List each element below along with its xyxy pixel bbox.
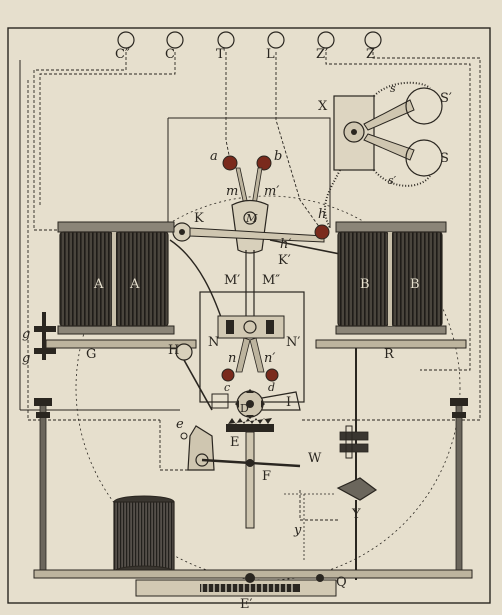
- terminal-label-t: T: [216, 47, 225, 62]
- terminal-post-c2[interactable]: [117, 31, 135, 49]
- label-M: M: [245, 212, 258, 225]
- contact-a: [222, 155, 238, 171]
- label-b-coil2: B: [410, 277, 420, 292]
- terminal-label-c2: C″: [115, 47, 130, 62]
- label-k: K: [194, 211, 204, 226]
- terminal-post-t[interactable]: [217, 31, 235, 49]
- terminal-post-z[interactable]: [364, 31, 382, 49]
- paper-spool: [113, 495, 175, 579]
- label-y: Y: [351, 507, 361, 522]
- label-g-screw1: g: [22, 327, 30, 342]
- terminal-row: [117, 31, 382, 49]
- terminal-post-z2[interactable]: [317, 31, 335, 49]
- contact-s: [405, 139, 443, 177]
- label-b-coil1: B: [360, 277, 370, 292]
- escapement: [199, 291, 305, 403]
- label-s1: S′: [440, 91, 452, 106]
- contact-c: [221, 368, 235, 382]
- wiring-solid: [19, 60, 331, 411]
- label-s2-small: s′: [388, 174, 397, 187]
- hammer-assembly: [180, 425, 301, 471]
- label-m: m: [226, 184, 238, 199]
- contact-h: [314, 224, 330, 240]
- label-a: a: [210, 149, 218, 164]
- label-s-small: s: [390, 82, 396, 95]
- bar-r: [315, 339, 467, 480]
- label-e-prime: E′: [240, 597, 252, 612]
- terminal-label-z: Z: [366, 47, 375, 62]
- label-s: S: [440, 151, 449, 166]
- central-rod: [169, 239, 255, 322]
- label-e: E: [230, 435, 240, 450]
- label-n2-small: n′: [264, 351, 275, 366]
- label-r: R: [384, 347, 395, 362]
- coil-a2: [115, 231, 169, 327]
- lever-g: [34, 312, 213, 411]
- label-h2: h′: [280, 237, 291, 252]
- electromagnet-right: [335, 221, 447, 335]
- label-h: h: [318, 207, 326, 222]
- label-a-coil2: A: [129, 277, 140, 292]
- label-k2: K′: [278, 253, 291, 268]
- label-m-double: M″: [262, 273, 280, 288]
- leader-y: [284, 493, 334, 560]
- terminal-label-z2: Z′: [316, 47, 328, 62]
- label-i: I: [286, 395, 291, 410]
- board-frame: [7, 27, 491, 604]
- label-n2: N′: [286, 335, 300, 350]
- terminal-labels: C″ C T L Z′ Z: [115, 47, 375, 62]
- label-q: Q: [336, 575, 347, 590]
- upper-relay: [222, 155, 272, 254]
- terminal-label-c: C: [165, 47, 175, 62]
- label-y-small: y: [293, 523, 302, 538]
- escapement-pivot: [243, 320, 257, 334]
- terminal-post-c[interactable]: [166, 31, 184, 49]
- contact-s1: [405, 87, 443, 125]
- ratchet-wheel: [211, 389, 301, 419]
- label-e-small: e: [176, 417, 184, 432]
- pivot-m: [243, 211, 257, 225]
- label-b: b: [274, 149, 282, 164]
- key-contacts: [339, 425, 369, 459]
- label-n-small: n: [228, 351, 236, 366]
- label-g-lever: G: [86, 347, 96, 362]
- terminal-label-l: L: [266, 47, 275, 62]
- label-w: W: [308, 451, 322, 466]
- label-a-coil1: A: [93, 277, 104, 292]
- contact-d: [265, 368, 279, 382]
- base-rail: [33, 569, 473, 597]
- electromagnet-left: [57, 221, 175, 335]
- label-m-prime: M′: [224, 273, 240, 288]
- label-c: c: [224, 381, 230, 394]
- label-m2: m′: [264, 184, 279, 199]
- wiring-dashed: [27, 52, 481, 521]
- terminal-post-l[interactable]: [267, 31, 285, 49]
- switch-assembly: [324, 81, 443, 229]
- lever-y: [336, 477, 378, 580]
- label-h-pivot: H: [168, 343, 179, 358]
- label-d: d: [268, 381, 275, 394]
- label-d-wheel: D: [240, 402, 249, 415]
- label-x: X: [318, 99, 328, 114]
- type-wheel: [226, 418, 274, 529]
- label-f: F: [262, 469, 271, 484]
- coil-a1: [59, 231, 113, 327]
- label-g-screw2: g: [22, 351, 30, 366]
- contact-b: [256, 155, 272, 171]
- label-n: N: [208, 335, 219, 350]
